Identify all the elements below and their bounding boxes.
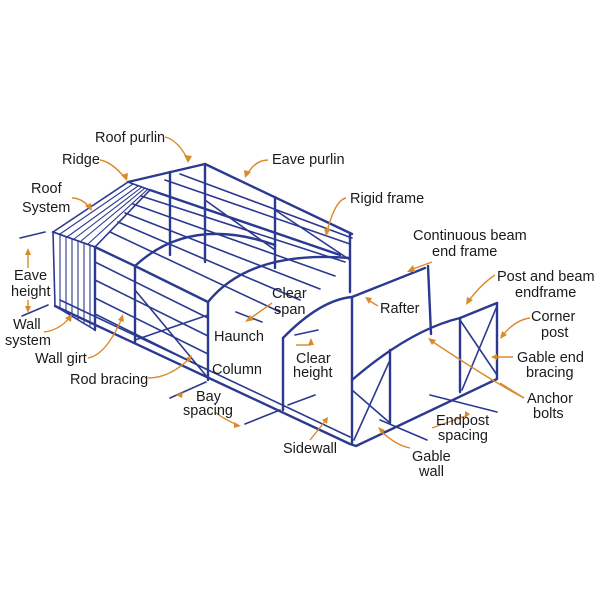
- label-post-beam-2: endframe: [515, 285, 576, 301]
- leader-lines: [25, 136, 531, 449]
- label-corner-post-2: post: [541, 325, 568, 341]
- wall-girts: [94, 261, 209, 371]
- label-eave-purlin: Eave purlin: [272, 152, 345, 168]
- roof-cladding: [51, 181, 152, 248]
- label-endpost-spacing-1: Endpost: [436, 413, 489, 429]
- roof-purlins: [109, 173, 353, 313]
- label-anchor-bolts-1: Anchor: [527, 391, 573, 407]
- label-sidewall: Sidewall: [283, 441, 337, 457]
- label-clear-span-2: span: [274, 302, 305, 318]
- label-wall-system-2: system: [5, 333, 51, 349]
- label-wall-girt: Wall girt: [35, 351, 87, 367]
- label-gable-wall-1: Gable: [412, 449, 451, 465]
- label-gable-end-bracing-1: Gable end: [517, 350, 584, 366]
- label-roof-purlin: Roof purlin: [95, 130, 165, 146]
- rigid-frame-rafters: [133, 232, 499, 382]
- label-gable-wall-2: wall: [418, 464, 444, 480]
- label-bay-spacing-2: spacing: [183, 403, 233, 419]
- label-wall-system-1: Wall: [13, 317, 41, 333]
- label-haunch: Haunch: [214, 329, 264, 345]
- label-clear-height-2: height: [293, 365, 333, 381]
- label-anchor-bolts-2: bolts: [533, 406, 564, 422]
- label-rigid-frame: Rigid frame: [350, 191, 424, 207]
- label-eave-height-2: height: [11, 284, 51, 300]
- label-continuous-beam-2: end frame: [432, 244, 497, 260]
- label-bay-spacing-1: Bay: [196, 389, 222, 405]
- label-rafter: Rafter: [380, 301, 420, 317]
- label-rod-bracing: Rod bracing: [70, 372, 148, 388]
- label-corner-post-1: Corner: [531, 309, 575, 325]
- label-ridge: Ridge: [62, 152, 100, 168]
- labels: Roof purlin Ridge Eave purlin Roof Syste…: [5, 130, 595, 480]
- label-column: Column: [212, 362, 262, 378]
- label-clear-span-1: Clear: [272, 286, 307, 302]
- label-clear-height-1: Clear: [296, 351, 331, 367]
- label-roof-system-1: Roof: [31, 181, 63, 197]
- dimension-lines: [19, 231, 498, 441]
- label-endpost-spacing-2: spacing: [438, 428, 488, 444]
- label-eave-height-1: Eave: [14, 268, 47, 284]
- rod-bracing: [134, 199, 498, 441]
- columns: [93, 162, 499, 445]
- label-continuous-beam-1: Continuous beam: [413, 228, 527, 244]
- label-post-beam-1: Post and beam: [497, 269, 595, 285]
- label-roof-system-2: System: [22, 200, 70, 216]
- label-gable-end-bracing-2: bracing: [526, 365, 574, 381]
